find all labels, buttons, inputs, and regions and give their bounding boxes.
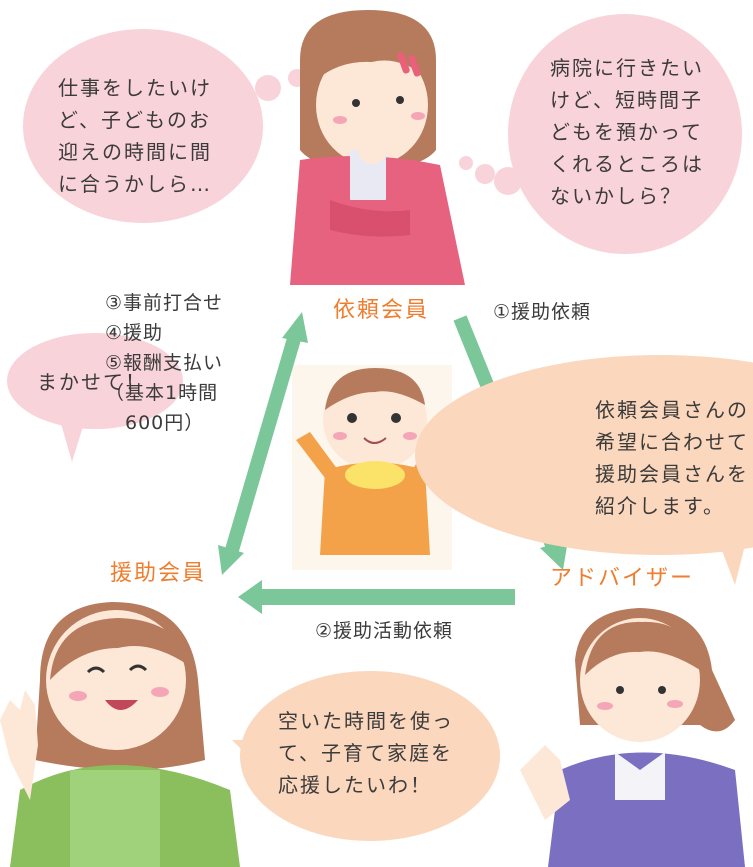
speech-bubble-helper (7, 333, 183, 429)
speech-text-helper: まかせて！ (37, 370, 147, 394)
thought-dot-right-1 (494, 167, 522, 195)
step-1-label: ①援助依頼 (493, 301, 592, 323)
thought-dot-right-3 (459, 156, 473, 170)
thought-bubble-helper (240, 671, 500, 841)
arrow-helper-requester (218, 312, 308, 575)
arrow-advisor-to-helper (238, 580, 515, 614)
role-label-advisor: アドバイザー (550, 566, 695, 591)
requester-figure (290, 10, 465, 285)
thought-text-right: 病院に行きたい けど、短時間子 どもを預かって くれるところは ないかしら？ (550, 56, 704, 208)
thought-dot-right-2 (475, 164, 495, 184)
thought-text-left: 仕事をしたいけ ど、子どものお 迎えの時間に間 に合うかしら… (58, 76, 212, 196)
step-2-label: ②援助活動依頼 (315, 620, 454, 642)
thought-bubble-left (23, 29, 263, 223)
thought-text-helper: 空いた時間を使っ て、子育て家庭を 応援したいわ！ (278, 709, 454, 797)
role-label-helper: 援助会員 (110, 561, 207, 586)
speech-text-advisor: 依頼会員さんの 希望に合わせて 援助会員さんを 紹介します。 (595, 398, 749, 518)
thought-dot-left-1 (255, 75, 281, 101)
thought-bubble-right (508, 14, 742, 254)
role-label-requester: 依頼会員 (333, 298, 430, 323)
steps-3-5-label: ③事前打合せ ④援助 ⑤報酬支払い （基本1時間 600円） (105, 292, 224, 434)
speech-bubble-advisor (415, 355, 753, 555)
helper-figure (0, 602, 240, 867)
advisor-figure (520, 608, 745, 867)
